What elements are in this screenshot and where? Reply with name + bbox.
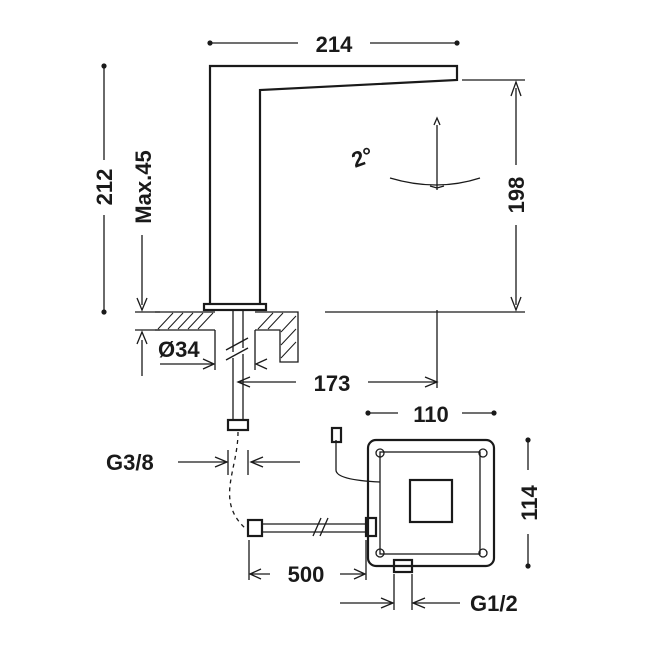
- dimension-spout-height: [325, 79, 525, 313]
- spout-height-label: 198: [504, 177, 529, 214]
- spout-angle-label: 2°: [348, 142, 376, 173]
- faucet-body: [202, 64, 459, 312]
- sensor-offset-label: 173: [314, 371, 351, 396]
- dimension-supply-thread: [178, 450, 300, 475]
- inlet-thread-label: G1/2: [470, 591, 518, 616]
- dimension-inlet-thread: [340, 574, 460, 610]
- countertop: [155, 311, 299, 363]
- dimension-hose-length: [248, 540, 367, 580]
- hole-diameter-label: Ø34: [158, 337, 200, 362]
- sensor-angle-indicator: [389, 116, 481, 190]
- box-height-label: 114: [517, 484, 542, 520]
- connection-hose: [246, 516, 378, 538]
- supply-thread-label: G3/8: [106, 450, 154, 475]
- supply-pipe: [225, 310, 250, 529]
- deck-thickness-label: Max.45: [131, 150, 156, 223]
- hose-length-label: 500: [288, 562, 325, 587]
- total-height-label: 212: [92, 169, 117, 206]
- control-box: [330, 426, 496, 574]
- spout-reach-label: 214: [316, 32, 353, 57]
- dimension-sensor-offset: [236, 310, 439, 388]
- box-width-label: 110: [413, 402, 449, 427]
- dimension-hole-diameter: [160, 330, 268, 370]
- dimension-deck-thickness: [135, 235, 160, 376]
